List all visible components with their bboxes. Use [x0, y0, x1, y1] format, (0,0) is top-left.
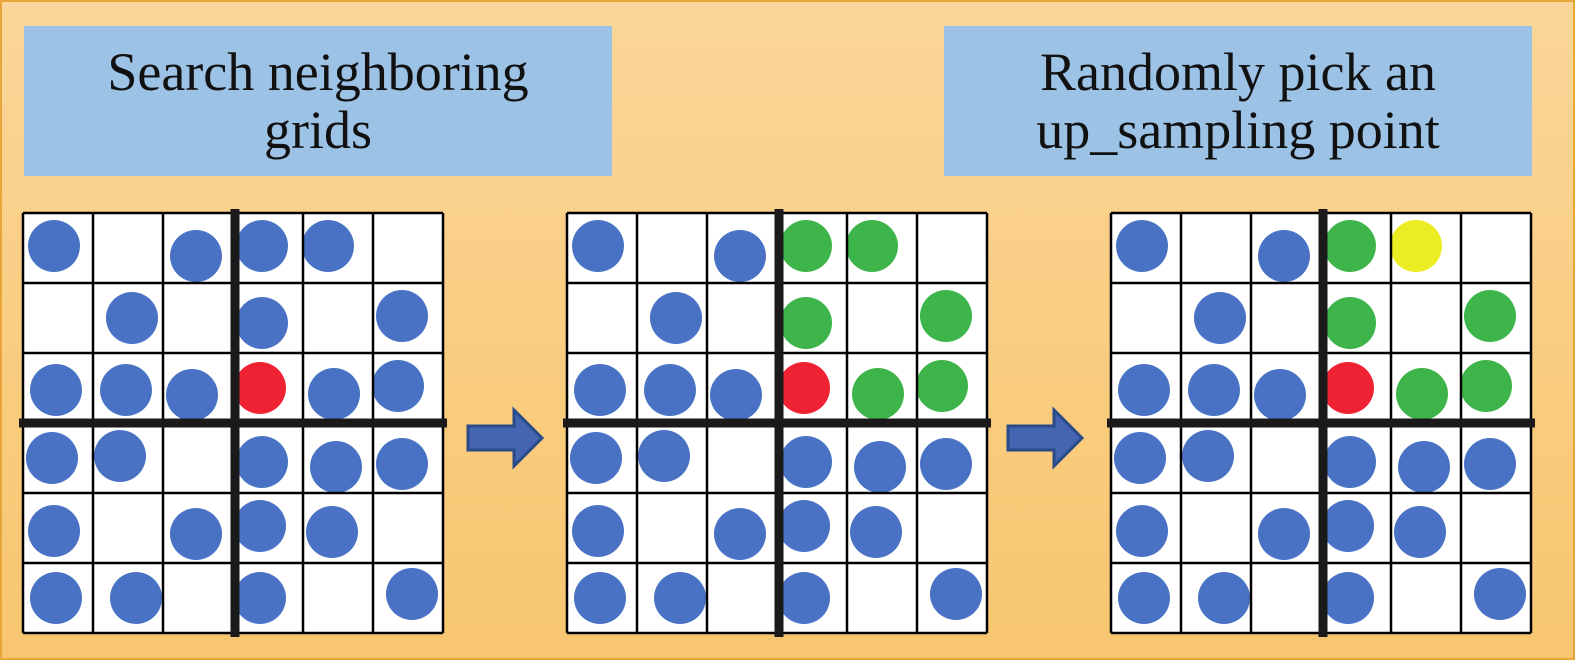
grid-neighbors	[563, 209, 991, 637]
neighbor-point-r1-c5	[920, 290, 972, 342]
point-r2-c2	[710, 369, 762, 421]
point-r5-c0	[574, 572, 626, 624]
grid-initial	[19, 209, 447, 637]
point-r2-c0	[574, 364, 626, 416]
neighbor-point-r2-c5	[1460, 360, 1512, 412]
point-r2-c0	[1118, 364, 1170, 416]
point-r3-c4	[1398, 441, 1450, 493]
point-r5-c5	[386, 568, 438, 620]
point-r3-c5	[376, 438, 428, 490]
point-r3-c5	[920, 438, 972, 490]
neighbor-point-r1-c3	[1324, 297, 1376, 349]
point-r5-c1	[1198, 572, 1250, 624]
right-arrow-icon	[1006, 406, 1085, 470]
point-r0-c0	[28, 220, 80, 272]
point-r2-c2	[1254, 369, 1306, 421]
point-r3-c3	[1324, 436, 1376, 488]
point-r5-c5	[1474, 568, 1526, 620]
label-randomly-pick-point: Randomly pick an up_sampling point	[944, 26, 1532, 176]
point-r4-c0	[572, 505, 624, 557]
neighbor-point-r0-c3	[780, 220, 832, 272]
neighbor-point-r0-c4	[846, 220, 898, 272]
point-r4-c2	[170, 508, 222, 560]
point-r4-c3	[1322, 500, 1374, 552]
point-r2-c1	[100, 364, 152, 416]
point-r5-c0	[30, 572, 82, 624]
neighbor-point-r2-c4	[1396, 368, 1448, 420]
point-r0-c2	[170, 230, 222, 282]
center-point-r2-c3	[1322, 362, 1374, 414]
center-point-r2-c3	[778, 362, 830, 414]
point-r5-c1	[654, 572, 706, 624]
label-left-line2: grids	[264, 100, 372, 160]
point-r3-c0	[570, 432, 622, 484]
point-r2-c4	[308, 368, 360, 420]
point-r0-c0	[572, 220, 624, 272]
point-r0-c4	[302, 220, 354, 272]
point-r5-c3	[778, 572, 830, 624]
point-r1-c3	[236, 297, 288, 349]
point-r0-c0	[1116, 220, 1168, 272]
point-r3-c4	[854, 441, 906, 493]
point-r2-c1	[644, 364, 696, 416]
label-left-line1: Search neighboring	[107, 42, 529, 102]
point-r4-c0	[28, 505, 80, 557]
point-r3-c3	[236, 436, 288, 488]
neighbor-point-r1-c3	[780, 297, 832, 349]
point-r5-c3	[234, 572, 286, 624]
point-r5-c3	[1322, 572, 1374, 624]
label-search-neighboring-grids: Search neighboring grids	[24, 26, 612, 176]
point-r4-c0	[1116, 505, 1168, 557]
point-r5-c0	[1118, 572, 1170, 624]
point-r2-c5	[372, 360, 424, 412]
sampled-point-r0-c4	[1390, 220, 1442, 272]
point-r1-c1	[1194, 292, 1246, 344]
neighbor-point-r2-c5	[916, 360, 968, 412]
point-r0-c3	[236, 220, 288, 272]
point-r2-c2	[166, 369, 218, 421]
neighbor-point-r2-c4	[852, 368, 904, 420]
point-r2-c0	[30, 364, 82, 416]
point-r3-c3	[780, 436, 832, 488]
point-r1-c1	[650, 292, 702, 344]
center-point-r2-c3	[234, 362, 286, 414]
neighbor-point-r0-c3	[1324, 220, 1376, 272]
grid-pick	[1107, 209, 1535, 637]
point-r4-c4	[1394, 506, 1446, 558]
point-r4-c3	[778, 500, 830, 552]
point-r3-c1	[638, 430, 690, 482]
point-r0-c2	[714, 230, 766, 282]
point-r3-c0	[26, 432, 78, 484]
point-r3-c4	[310, 441, 362, 493]
point-r0-c2	[1258, 230, 1310, 282]
point-r4-c2	[714, 508, 766, 560]
label-right-line2: up_sampling point	[1036, 100, 1440, 160]
point-r4-c2	[1258, 508, 1310, 560]
point-r2-c1	[1188, 364, 1240, 416]
point-r3-c1	[94, 430, 146, 482]
arrow-shape	[1006, 406, 1085, 470]
point-r3-c0	[1114, 432, 1166, 484]
arrow-shape	[466, 406, 545, 470]
point-r1-c5	[376, 290, 428, 342]
point-r4-c4	[306, 506, 358, 558]
neighbor-point-r1-c5	[1464, 290, 1516, 342]
point-r5-c5	[930, 568, 982, 620]
point-r4-c4	[850, 506, 902, 558]
point-r3-c1	[1182, 430, 1234, 482]
right-arrow-icon	[466, 406, 545, 470]
label-right-line1: Randomly pick an	[1040, 42, 1436, 102]
point-r5-c1	[110, 572, 162, 624]
point-r1-c1	[106, 292, 158, 344]
point-r3-c5	[1464, 438, 1516, 490]
point-r4-c3	[234, 500, 286, 552]
